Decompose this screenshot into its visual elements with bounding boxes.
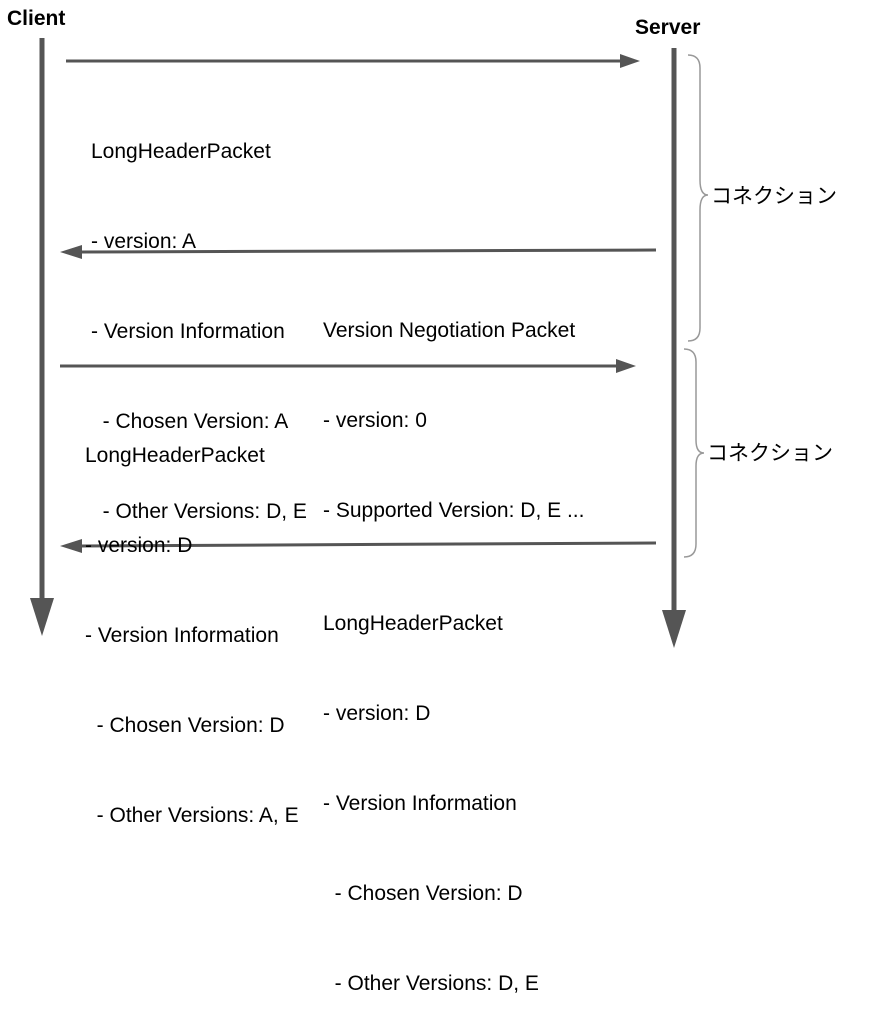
message-arrow-1: [66, 54, 640, 68]
message-line: - Other Versions: D, E: [323, 972, 539, 995]
message-arrow-4: [60, 539, 657, 553]
message-line: - Other Versions: A, E: [85, 804, 299, 827]
message-line: LongHeaderPacket: [323, 612, 503, 635]
message-line: - version: D: [85, 534, 193, 557]
message-line: - version: D: [323, 702, 431, 725]
message-line: - version: A: [91, 230, 197, 253]
message-line: - Chosen Version: D: [323, 882, 523, 905]
message-line: Version Negotiation Packet: [323, 319, 576, 342]
message-label-4: LongHeaderPacket - version: D - Version …: [323, 549, 539, 1029]
client-title: Client: [7, 7, 66, 30]
message-line: - version: 0: [323, 409, 427, 432]
server-lifeline-arrowhead: [662, 610, 686, 648]
message-line: - Version Information: [323, 792, 517, 815]
message-line: - Other Versions: D, E: [91, 500, 307, 523]
message-line: - Version Information: [91, 320, 285, 343]
connection-brace-2: [683, 348, 705, 558]
message-line: LongHeaderPacket: [85, 444, 265, 467]
message-label-1: LongHeaderPacket - version: A - Version …: [91, 77, 307, 557]
message-line: - Chosen Version: A: [91, 410, 289, 433]
connection-label-1: コネクション: [711, 184, 837, 208]
message-line: - Chosen Version: D: [85, 714, 285, 737]
message-arrow-3: [60, 359, 636, 373]
message-arrow-2: [60, 245, 657, 259]
message-label-3: LongHeaderPacket - version: D - Version …: [85, 381, 299, 861]
server-title: Server: [635, 16, 701, 39]
message-line: LongHeaderPacket: [91, 140, 271, 163]
sequence-diagram-canvas: [30, 38, 709, 648]
message-label-2: Version Negotiation Packet - version: 0 …: [323, 256, 584, 556]
message-line: - Version Information: [85, 624, 279, 647]
connection-label-2: コネクション: [707, 441, 833, 465]
message-line: - Supported Version: D, E ...: [323, 499, 585, 522]
connection-brace-1: [687, 54, 709, 342]
client-lifeline-arrowhead: [30, 598, 54, 636]
